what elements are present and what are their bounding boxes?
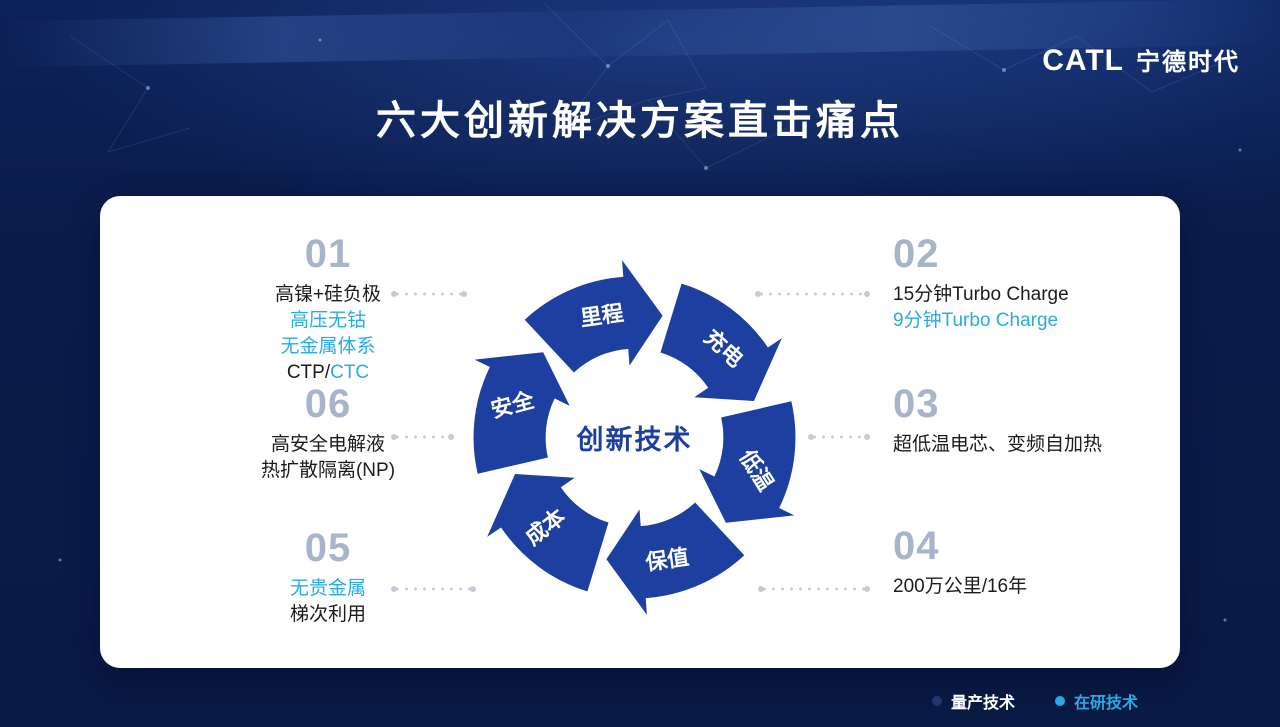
cycle-arrow-segment [660, 283, 782, 401]
item-number: 03 [893, 382, 940, 426]
item-text-line: 高安全电解液 [223, 432, 433, 458]
item-text-span: 热扩散隔离(NP) [260, 460, 396, 481]
item-text-line: 无贵金属 [223, 576, 433, 602]
legend-label-research: 在研技术 [1073, 695, 1138, 712]
cycle-arrow-segment [699, 401, 796, 523]
item-text-span: CTC [330, 362, 370, 383]
item-text-span: 高安全电解液 [270, 434, 385, 455]
research-dot-icon [1054, 696, 1065, 706]
legend: 量产技术 在研技术 [931, 689, 1138, 713]
solution-item-03: 03 超低温电芯、变频自加热 [893, 382, 1193, 458]
item-text-line: 超低温电芯、变频自加热 [893, 432, 1193, 458]
production-dot-icon [931, 696, 942, 706]
item-number: 06 [304, 382, 352, 426]
item-text-line: 高镍+硅负极 [223, 282, 433, 308]
item-text-line: 15分钟Turbo Charge [893, 282, 1193, 308]
item-number: 04 [893, 524, 940, 568]
item-text-line: 热扩散隔离(NP) [223, 458, 433, 484]
item-number: 01 [304, 232, 352, 276]
leader-dotted-line [391, 291, 467, 297]
item-text-span: 15分钟Turbo Charge [893, 284, 1069, 305]
solution-item-02: 02 15分钟Turbo Charge 9分钟Turbo Charge [893, 232, 1193, 334]
item-text-line: 9分钟Turbo Charge [893, 308, 1193, 334]
cycle-arrow-segment [606, 502, 745, 615]
catl-logo-chinese: 宁德时代 [1136, 49, 1240, 76]
solution-item-05: 05 无贵金属梯次利用 [223, 526, 433, 628]
item-text-line: CTP/CTC [223, 360, 433, 386]
item-text-span: 无贵金属 [289, 578, 366, 599]
item-text-span: 高镍+硅负极 [274, 284, 382, 305]
slide-title: 六大创新解决方案直击痛点 [376, 99, 904, 143]
item-text-span: 9分钟Turbo Charge [893, 310, 1059, 331]
item-number: 05 [304, 526, 352, 570]
legend-item-production: 量产技术 [931, 689, 1015, 713]
cycle-arrow-segment [473, 352, 570, 474]
item-text-span: 200万公里/16年 [893, 576, 1028, 597]
item-text-span: 高压无钴 [289, 310, 366, 331]
leader-dotted-line [391, 434, 454, 440]
item-text-span: CTP/ [286, 362, 331, 383]
catl-logo-latin: CATL [1042, 44, 1124, 77]
leader-dotted-line [391, 586, 476, 592]
catl-logo: CATL 宁德时代 [1042, 42, 1240, 78]
item-text-line: 高压无钴 [223, 308, 433, 334]
legend-label-production: 量产技术 [950, 695, 1015, 712]
item-number: 02 [893, 232, 940, 276]
item-text-span: 超低温电芯、变频自加热 [893, 434, 1103, 455]
cycle-segment-label: 保值 [643, 544, 691, 575]
item-text-line: 梯次利用 [223, 602, 433, 628]
solution-item-01: 01 高镍+硅负极高压无钴无金属体系 CTP/CTC [223, 232, 433, 386]
legend-item-research: 在研技术 [1054, 689, 1138, 713]
leader-dotted-line [758, 586, 870, 592]
leader-dotted-line [755, 291, 870, 297]
item-text-span: 无金属体系 [280, 336, 376, 357]
solution-item-04: 04 200万公里/16年 [893, 524, 1193, 600]
cycle-segment-label: 里程 [579, 300, 626, 331]
cycle-arrow-segment [487, 474, 609, 592]
item-text-span: 梯次利用 [289, 604, 366, 625]
cycle-arrow-segment [524, 260, 663, 373]
item-text-line: 200万公里/16年 [893, 574, 1193, 600]
solution-item-06: 06 高安全电解液热扩散隔离(NP) [223, 382, 433, 484]
leader-dotted-line [808, 434, 870, 440]
item-text-line: 无金属体系 [223, 334, 433, 360]
